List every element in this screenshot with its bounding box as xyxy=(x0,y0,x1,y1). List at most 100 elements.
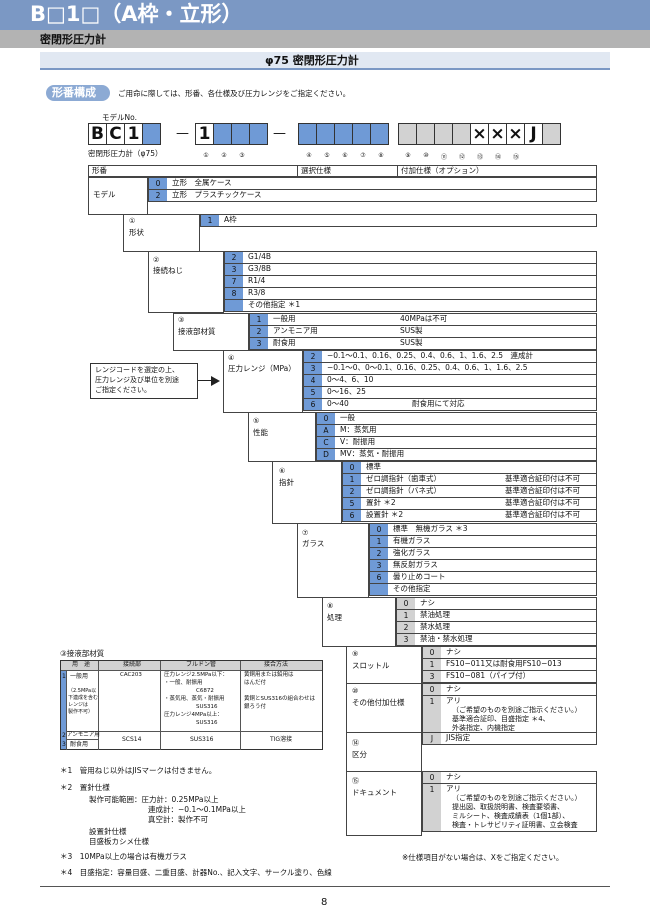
position-number: ⑬ xyxy=(476,154,483,161)
mt-ammonia-label: アンモニア用 xyxy=(67,732,100,738)
mt-header-joining: 接合方法 xyxy=(264,661,289,668)
mt-hline-3 xyxy=(61,739,99,740)
wetted-option-note: SUS製 xyxy=(400,338,423,347)
code-cell xyxy=(316,123,335,145)
pointer-option-text: 設置針 ＊2 xyxy=(366,510,404,519)
treatment-option-text: 禁水処理 xyxy=(420,622,450,631)
connection-option-code: 3 xyxy=(225,264,243,275)
section-band xyxy=(40,52,610,68)
pointer-option-code: 0 xyxy=(343,462,361,473)
connection-option-text: G1/4B xyxy=(248,252,272,261)
range-callout-box xyxy=(90,363,198,399)
shape-option-code: 1 xyxy=(201,215,219,226)
glass-option-text: 標準 無機ガラス ＊3 xyxy=(393,524,468,533)
range-option-text: −0.1〜0、0〜0.1、0.16、0.25、0.4、0.6、1、1.6、2.5 xyxy=(327,363,528,372)
shape-group-label: 形状 xyxy=(129,228,144,237)
section-title: φ75 密閉形圧力計 xyxy=(265,54,359,67)
position-number: ① xyxy=(203,152,209,159)
footnote-2-title: ＊2 置針仕様 xyxy=(60,783,110,792)
wetted-group-box xyxy=(173,313,249,351)
glass-option-code: 2 xyxy=(370,548,388,559)
connection-option-code: 2 xyxy=(225,252,243,263)
glass-option-text: 無反射ガラス xyxy=(393,560,438,569)
throttle-option-code: 3 xyxy=(423,671,441,682)
code-cell: × xyxy=(470,123,489,145)
mt-vline-4 xyxy=(240,661,241,750)
position-number: ⑩ xyxy=(423,152,429,159)
code-cell-option xyxy=(416,123,435,145)
range-option-text: −0.1〜0.1、0.16、0.25、0.4、0.6、1、1.6、2.5 連成計 xyxy=(327,351,534,360)
range-option-text: 0〜4、6、10 xyxy=(327,375,374,384)
document-option-row xyxy=(422,783,597,832)
mt-hline-2 xyxy=(61,731,322,732)
pointer-option-code: 1 xyxy=(343,474,361,485)
document-group-label: ドキュメント xyxy=(352,788,397,797)
model-option-text: 立形 プラスチックケース xyxy=(172,190,262,199)
range-option-row xyxy=(303,398,597,411)
code-cell xyxy=(334,123,353,145)
performance-option-text: M：蒸気用 xyxy=(340,425,377,434)
mt-row-num-2: 2 xyxy=(62,732,66,739)
code-cell: 1 xyxy=(195,123,214,145)
code-cell xyxy=(542,123,561,145)
position-number: ⑫ xyxy=(458,154,465,161)
position-number: ⑨ xyxy=(405,152,411,159)
model-group-label: モデル xyxy=(93,190,116,199)
glass-option-text: 有機ガラス xyxy=(393,536,431,545)
document-option-detail: （ご希望のものを別途ご指示ください。） xyxy=(452,794,582,802)
mt-corrosion-bourdon: SUS316 xyxy=(190,736,214,743)
glass-group-num: ⑦ xyxy=(302,529,309,537)
wetted-option-note: 40MPaは不可 xyxy=(400,314,448,323)
code-cell-option xyxy=(398,123,417,145)
mt-general-cell: SUS316 xyxy=(196,704,218,710)
code-cell xyxy=(142,123,161,145)
mt-corrosion-label: 耐食用 xyxy=(70,741,89,748)
pointer-option-note: 基準適合証印付は不可 xyxy=(505,510,580,519)
performance-option-text: 一般 xyxy=(340,413,355,422)
connection-group-box xyxy=(148,251,224,313)
throttle-option-row xyxy=(422,670,597,683)
code-cell xyxy=(370,123,389,145)
mt-general-cell: 圧力レンジ4MPa以上： xyxy=(164,712,223,718)
footnote-3: ＊3 10MPa以上の場合は有機ガラス xyxy=(60,852,187,861)
pointer-option-text: ゼロ調指針（歯車式） xyxy=(366,474,441,483)
pointer-option-note: 基準適合証印付は不可 xyxy=(505,498,580,507)
glass-option-text: その他指定 xyxy=(393,584,431,593)
code-cell-option xyxy=(434,123,453,145)
throttle-option-text: FS10−011又は耐食用FS10−013 xyxy=(446,659,562,668)
mt-row-num-1: 1 xyxy=(62,673,66,680)
page-subtitle: 密閉形圧力計 xyxy=(40,33,106,46)
glass-option-row xyxy=(369,583,597,596)
other-option-code: 1 xyxy=(423,696,441,734)
code-cell-option xyxy=(452,123,471,145)
connection-option-text: R1/4 xyxy=(248,276,266,285)
code-cell: × xyxy=(506,123,525,145)
callout-line-3: ご指定ください。 xyxy=(95,386,151,394)
mt-general-cell: CAC203 xyxy=(120,672,142,678)
position-number: ⑭ xyxy=(494,154,501,161)
wetted-option-code: 3 xyxy=(250,338,268,349)
performance-option-code: A xyxy=(317,425,335,436)
glass-option-code: 0 xyxy=(370,524,388,535)
range-option-code: 3 xyxy=(304,363,322,374)
other-option-text: ナシ xyxy=(446,684,461,693)
wetted-option-note: SUS製 xyxy=(400,326,423,335)
footer-rule xyxy=(40,886,610,887)
connection-option-text: その他指定 ＊1 xyxy=(248,300,301,309)
position-number: ⑦ xyxy=(360,152,366,159)
treatment-option-code: 3 xyxy=(397,634,415,645)
code-cell xyxy=(213,123,232,145)
connection-option-text: R3/8 xyxy=(248,288,266,297)
connection-option-row xyxy=(224,299,597,312)
treatment-option-text: 禁油・禁水処理 xyxy=(420,634,473,643)
model-group-box xyxy=(88,177,148,215)
performance-option-text: V：耐振用 xyxy=(340,437,376,446)
range-group-num: ④ xyxy=(228,354,235,362)
right-note: ※仕様項目がない場合は、Xをご指定ください。 xyxy=(402,853,564,862)
mt-hline-1 xyxy=(61,670,322,671)
dash-2: — xyxy=(273,126,286,141)
document-option-detail: 提出図、取扱説明書、検査要領書、 xyxy=(452,803,564,811)
connection-group-num: ② xyxy=(153,256,160,264)
performance-group-label: 性能 xyxy=(253,428,268,437)
page-title: B□1□（A枠・立形） xyxy=(30,2,243,26)
